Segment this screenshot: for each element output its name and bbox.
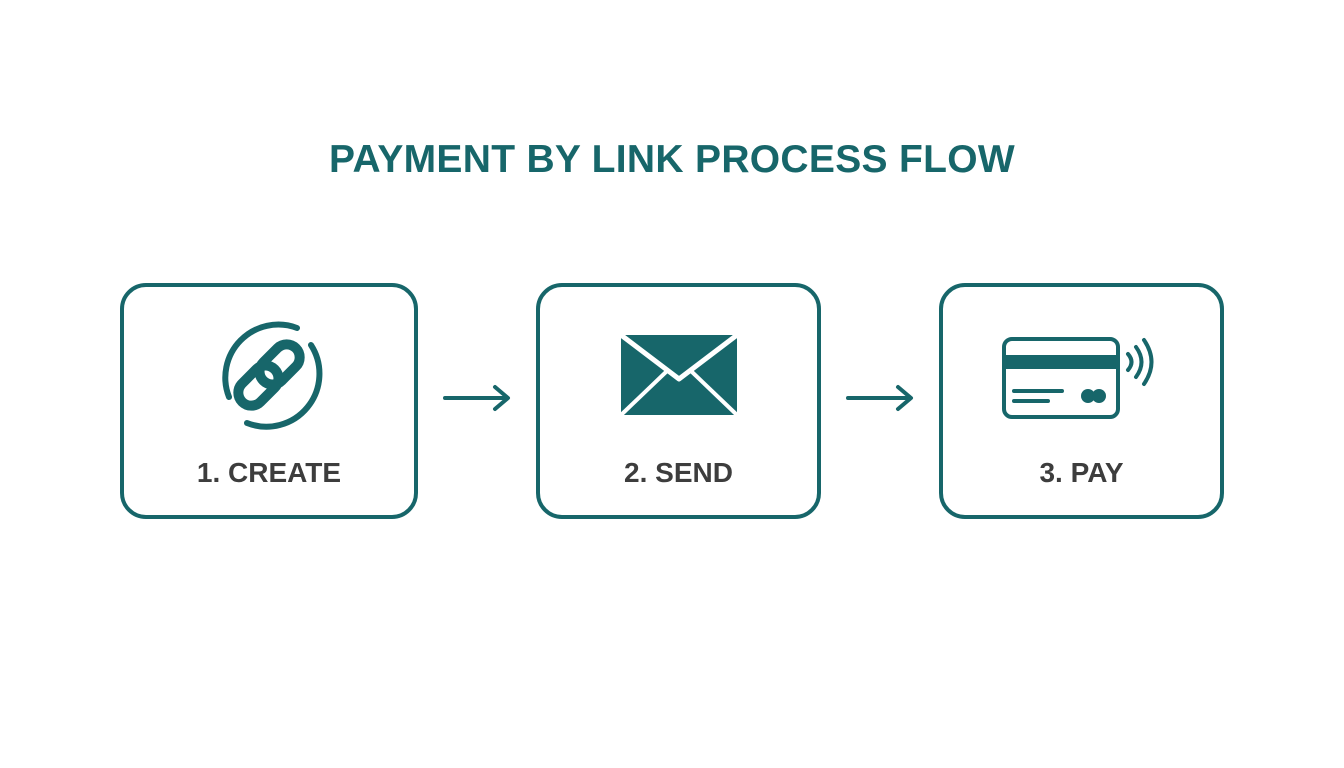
page-title: PAYMENT BY LINK PROCESS FLOW [329, 138, 1015, 181]
step-label-send: 2. SEND [624, 457, 733, 488]
arrow-right-icon [846, 385, 913, 411]
envelope-icon [540, 317, 817, 433]
step-create: 1. CREATE [120, 283, 418, 519]
step-label-pay: 3. PAY [1039, 457, 1124, 488]
contactless-card-icon [943, 317, 1220, 433]
step-pay: 3. PAY [939, 283, 1224, 519]
step-send: 2. SEND [536, 283, 821, 519]
arrow-right-icon [443, 385, 510, 411]
step-label-create: 1. CREATE [196, 457, 342, 488]
chain-link-icon [124, 317, 414, 433]
